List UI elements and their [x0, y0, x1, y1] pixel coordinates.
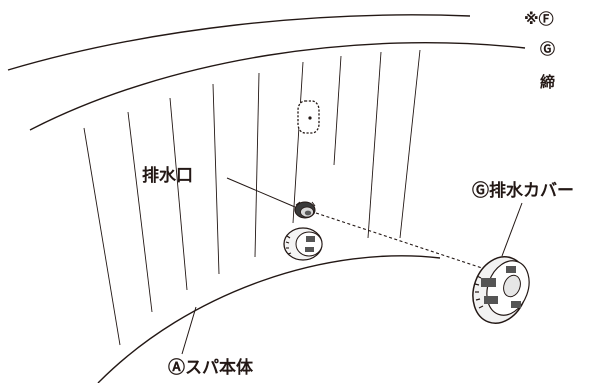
leader-line-drain-cover	[501, 202, 523, 257]
note-line-2: Ⓖ	[540, 40, 556, 58]
wall-seam-line	[254, 72, 260, 258]
wall-seam-line	[292, 61, 304, 224]
installation-guide-line	[315, 212, 489, 271]
label-drain-cover: Ⓖ排水カバー	[472, 181, 574, 201]
note-line-3: 締	[540, 73, 556, 91]
wall-seam-line	[333, 55, 342, 166]
pressure-gauge-icon	[297, 100, 320, 134]
wall-seam-line	[212, 83, 220, 275]
drain-plug-icon	[294, 201, 316, 219]
note-line-1: ※Ⓕ	[524, 10, 554, 28]
wall-seam-line	[169, 97, 188, 291]
wall-seam-line	[127, 111, 153, 313]
leader-line-drain-outlet	[226, 177, 296, 208]
spa-floor-edge	[97, 255, 441, 384]
label-spa-body: Ⓐスパ本体	[168, 358, 253, 378]
wall-seam-line	[83, 127, 121, 346]
spa-rim-outer-edge	[7, 14, 471, 71]
drain-cover-icon	[472, 256, 530, 324]
spa-rim-inner-edge	[29, 42, 526, 131]
wall-seam-line	[399, 49, 421, 239]
spa-wall-seams	[83, 49, 421, 346]
wall-seam-line	[367, 51, 382, 239]
drain-cover-attached-icon	[283, 227, 323, 261]
leader-line-spa-body	[181, 306, 197, 355]
label-drain-outlet: 排水口	[142, 166, 193, 186]
